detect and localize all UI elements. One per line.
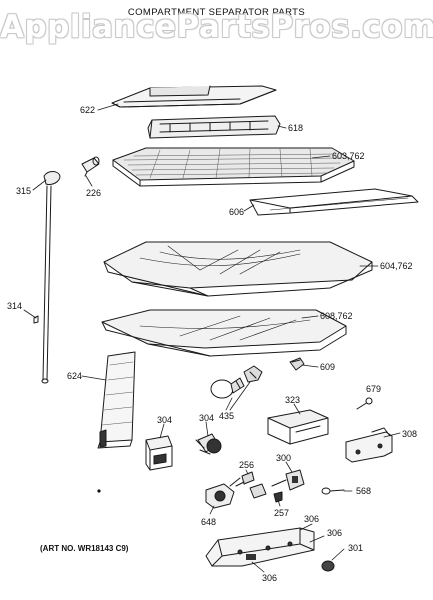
callout-606: 606 <box>229 207 244 217</box>
part-304-box <box>145 435 173 471</box>
part-308-bracket <box>345 427 393 463</box>
callout-603-762: 603,762 <box>332 151 365 161</box>
callout-435: 435 <box>219 411 234 421</box>
callout-300: 300 <box>276 453 291 463</box>
part-622-cover <box>111 85 277 108</box>
part-648-thermostat <box>205 477 267 509</box>
callout-226: 226 <box>86 188 101 198</box>
callout-308: 308 <box>402 429 417 439</box>
callout-labels: 622 618 603,762 315 226 606 604,762 314 … <box>7 105 417 583</box>
callout-306-c: 306 <box>262 573 277 583</box>
callout-618: 618 <box>288 123 303 133</box>
part-609-clip <box>289 357 305 371</box>
part-435-bulb <box>210 365 263 399</box>
callout-301: 301 <box>348 543 363 553</box>
callout-315: 315 <box>16 186 31 196</box>
part-226-knob <box>81 156 100 177</box>
part-315-314-rod <box>33 171 61 384</box>
callout-304-b: 304 <box>199 413 214 423</box>
callout-609: 609 <box>320 362 335 372</box>
part-568-screw <box>321 487 345 495</box>
callout-622: 622 <box>80 105 95 115</box>
watermark: AppliancePartsPros.com <box>0 9 433 45</box>
diagram-title: COMPARTMENT SEPARATOR PARTS <box>127 7 306 18</box>
callout-648: 648 <box>201 517 216 527</box>
art-number: (ART NO. WR18143 C9) <box>40 544 129 553</box>
callout-306-b: 306 <box>327 528 342 538</box>
callout-257: 257 <box>274 508 289 518</box>
leader-lines <box>23 103 401 573</box>
part-618-bracket <box>147 115 281 139</box>
callout-306-a: 306 <box>304 514 319 524</box>
part-603-shelf <box>112 147 355 187</box>
part-301-knob <box>321 560 335 572</box>
callout-304-a: 304 <box>157 415 172 425</box>
part-624-panel <box>97 351 136 449</box>
callout-323: 323 <box>285 395 300 405</box>
part-604-separator <box>103 241 373 297</box>
part-256 <box>235 471 255 487</box>
callout-608-762: 608,762 <box>320 311 353 321</box>
part-679-screw <box>356 397 373 410</box>
part-306-assembly <box>205 527 315 567</box>
callout-624: 624 <box>67 371 82 381</box>
part-304-gear <box>195 433 222 455</box>
part-606-trim <box>249 188 419 216</box>
callout-568: 568 <box>356 486 371 496</box>
callout-314: 314 <box>7 301 22 311</box>
callout-679: 679 <box>366 384 381 394</box>
part-323-housing <box>267 409 329 445</box>
callout-256: 256 <box>239 460 254 470</box>
part-300-switch <box>271 469 305 491</box>
marker-dot <box>97 489 101 493</box>
part-257 <box>273 491 283 503</box>
part-608-separator <box>101 309 347 357</box>
callout-604-762: 604,762 <box>380 261 413 271</box>
